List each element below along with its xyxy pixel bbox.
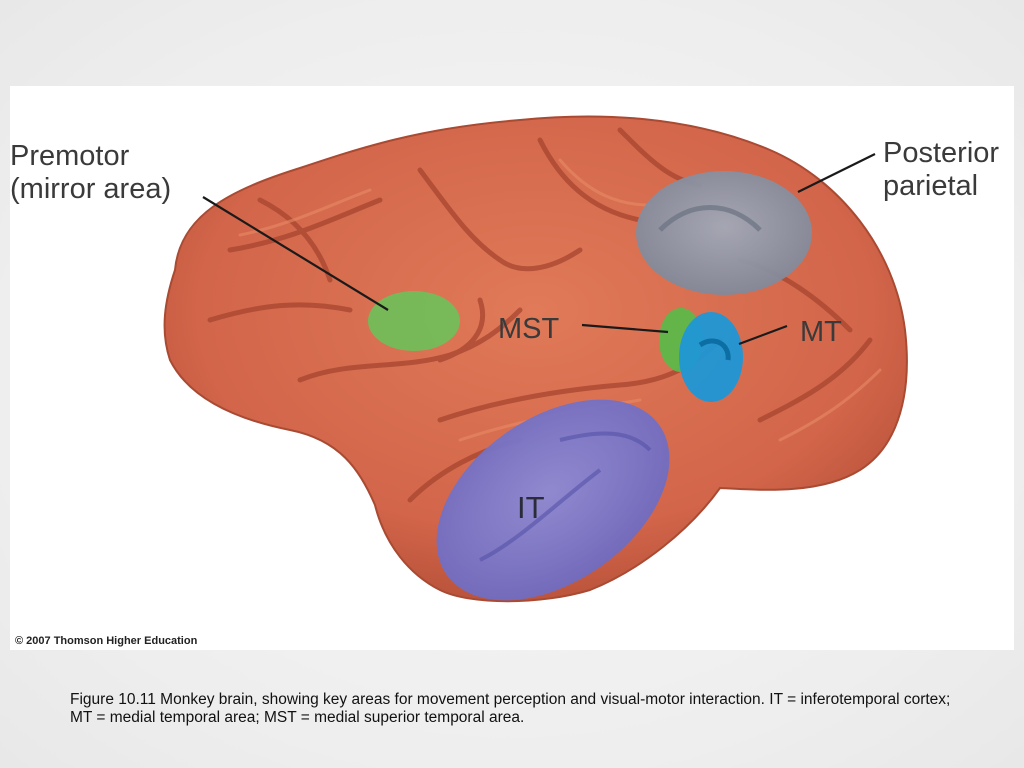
label-it: IT <box>517 490 545 525</box>
label-premotor: Premotor (mirror area) <box>10 140 171 207</box>
mst-leader-line <box>581 323 669 334</box>
mt-area <box>679 312 743 402</box>
label-premotor-line1: Premotor <box>10 140 130 172</box>
label-posterior-line2: parietal <box>883 170 979 203</box>
figure-caption: Figure 10.11 Monkey brain, showing key a… <box>70 691 951 726</box>
premotor-leader-line <box>202 196 389 311</box>
label-posterior-parietal: Posterior parietal <box>883 137 999 204</box>
label-posterior-line1: Posterior <box>883 137 1000 169</box>
mt-leader-line <box>738 324 788 346</box>
premotor-area <box>368 291 460 351</box>
label-premotor-line2: (mirror area) <box>10 173 172 206</box>
copyright-notice: © 2007 Thomson Higher Education <box>15 635 198 647</box>
posterior-parietal-leader-line <box>797 153 876 193</box>
label-mst: MST <box>498 313 560 345</box>
posterior-parietal-area <box>636 171 812 295</box>
label-mt: MT <box>800 316 842 348</box>
